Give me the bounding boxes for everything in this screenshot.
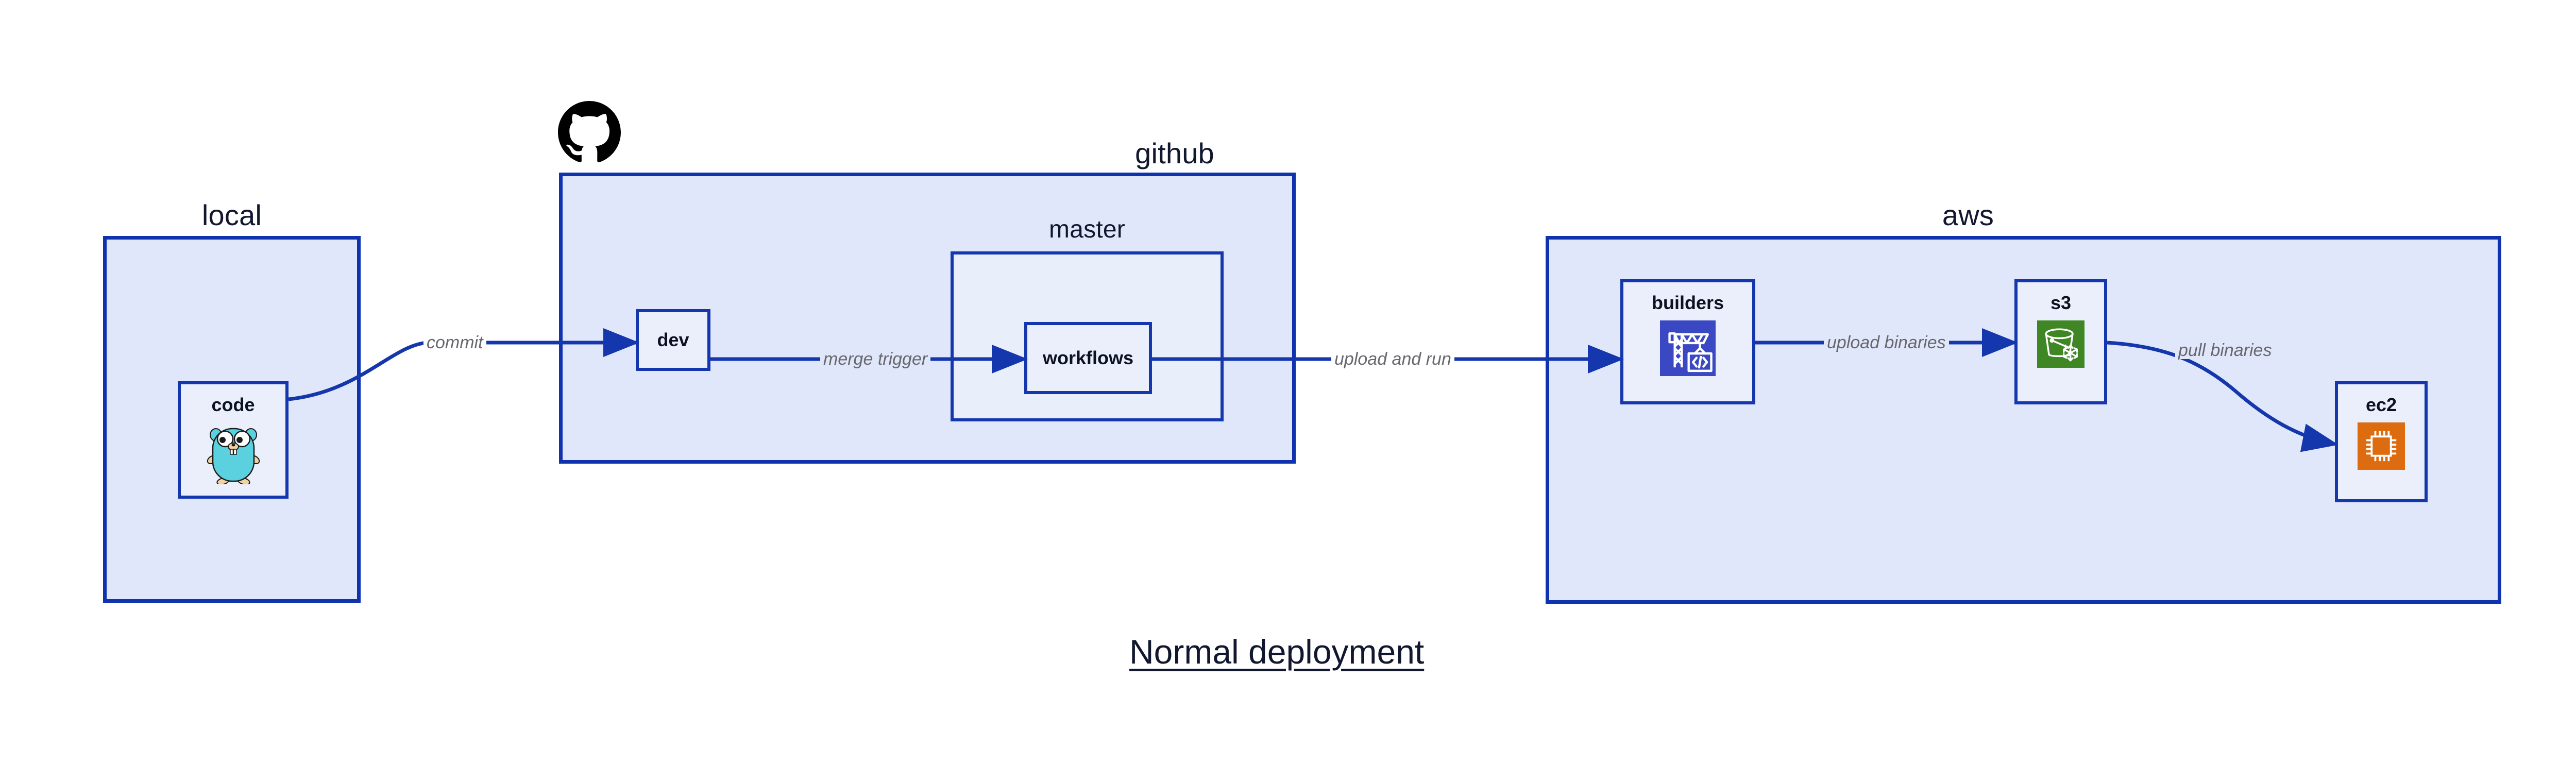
node-dev-label: dev bbox=[657, 329, 689, 350]
node-workflows[interactable]: workflows bbox=[1024, 322, 1152, 394]
node-code-label: code bbox=[211, 394, 255, 415]
node-code[interactable]: code bbox=[178, 381, 289, 499]
node-builders-label: builders bbox=[1651, 292, 1724, 313]
node-s3[interactable]: s3 bbox=[2014, 279, 2107, 404]
edge-label-pull-binaries: pull binaries bbox=[2175, 342, 2275, 359]
aws-ec2-icon bbox=[2358, 422, 2405, 472]
edge-label-upload-and-run: upload and run bbox=[1331, 350, 1454, 368]
zone-label-aws: aws bbox=[1942, 199, 1994, 231]
aws-s3-glacier-icon bbox=[2037, 320, 2084, 370]
node-builders[interactable]: builders bbox=[1620, 279, 1755, 404]
edge-label-commit: commit bbox=[423, 334, 486, 351]
node-workflows-label: workflows bbox=[1042, 347, 1134, 368]
diagram-caption: Normal deployment bbox=[1129, 633, 1425, 671]
zone-label-local: local bbox=[201, 199, 262, 231]
edge-label-upload-binaries: upload binaries bbox=[1824, 334, 1949, 351]
edge-label-merge-trigger: merge trigger bbox=[820, 350, 931, 368]
node-s3-label: s3 bbox=[2050, 292, 2072, 313]
node-dev[interactable]: dev bbox=[636, 309, 710, 371]
node-ec2[interactable]: ec2 bbox=[2335, 381, 2428, 502]
github-octocat-icon bbox=[558, 101, 621, 166]
node-ec2-label: ec2 bbox=[2365, 394, 2397, 415]
zone-label-github: github bbox=[1135, 137, 1214, 169]
subzone-label-master: master bbox=[1049, 216, 1125, 243]
go-gopher-icon bbox=[206, 422, 261, 487]
aws-codebuild-icon bbox=[1660, 320, 1716, 379]
